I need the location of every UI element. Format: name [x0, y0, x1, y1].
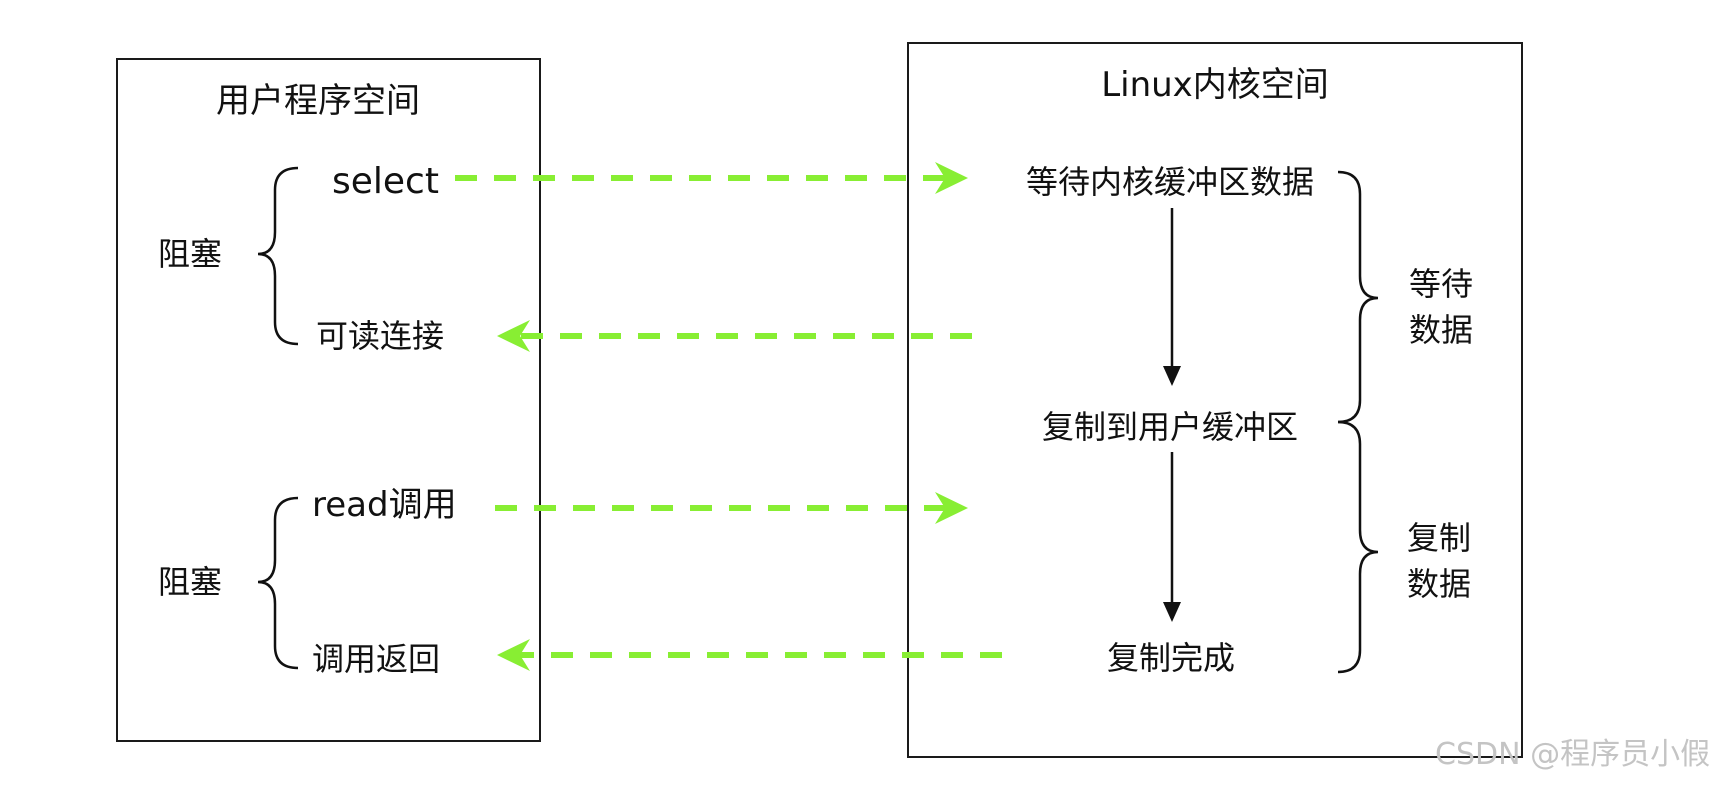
wait-data-brace [1337, 170, 1379, 424]
select-call-label: select [332, 161, 439, 202]
readable-notify-arrow [497, 320, 972, 352]
flow-arrow-wait-to-copy [1163, 208, 1181, 386]
call-return-arrow [497, 639, 1002, 671]
block-brace-2 [257, 496, 299, 670]
copy-complete-label: 复制完成 [1106, 639, 1236, 677]
kernel-space-title: Linux内核空间 [1101, 65, 1329, 105]
user-space-box [116, 58, 541, 742]
phase-copy-line2: 数据 [1407, 565, 1472, 603]
block-label-2: 阻塞 [158, 563, 223, 601]
flow-arrow-copy-to-done [1163, 452, 1181, 622]
block-label-1: 阻塞 [158, 235, 223, 273]
copy-data-brace [1337, 420, 1379, 674]
watermark: CSDN @程序员小假 [1435, 737, 1711, 772]
phase-copy-line1: 复制 [1407, 519, 1472, 557]
block-brace-1 [257, 166, 299, 346]
kernel-space-box [907, 42, 1523, 758]
call-return-label: 调用返回 [312, 640, 441, 678]
read-call-arrow [495, 492, 968, 524]
wait-kernel-buffer-label: 等待内核缓冲区数据 [1025, 163, 1315, 201]
copy-to-user-buffer-label: 复制到用户缓冲区 [1041, 408, 1299, 446]
read-call-label: read调用 [312, 485, 457, 525]
select-request-arrow [455, 162, 968, 194]
phase-wait-line2: 数据 [1409, 311, 1474, 349]
readable-connection-label: 可读连接 [316, 317, 445, 355]
user-space-title: 用户程序空间 [216, 81, 420, 121]
phase-wait-line1: 等待 [1409, 265, 1474, 303]
